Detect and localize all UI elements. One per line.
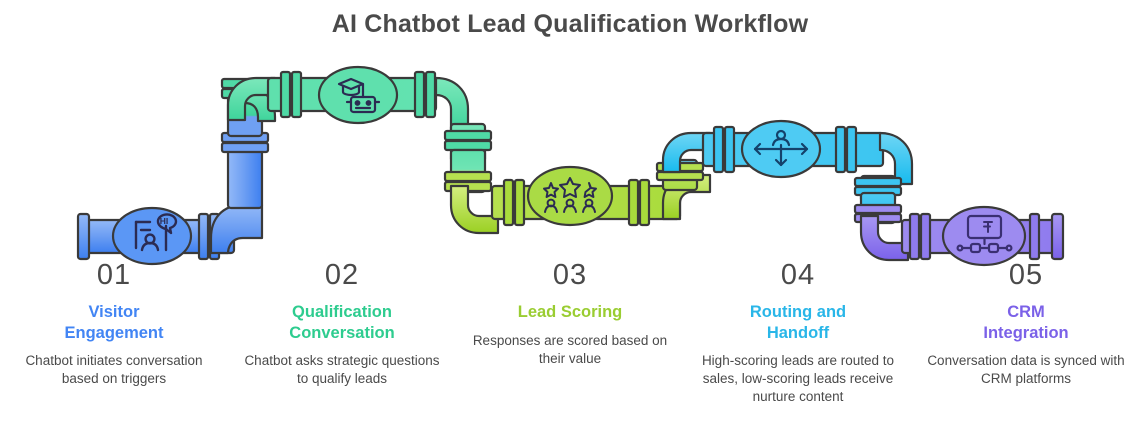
pipe-collar bbox=[1028, 212, 1041, 261]
step-title-line1: Visitor bbox=[88, 303, 140, 322]
step-title-line1: Routing and bbox=[749, 303, 847, 322]
step-title-line2: Conversation bbox=[289, 323, 395, 342]
pipe-collar bbox=[655, 170, 705, 182]
pipe-collar bbox=[443, 170, 493, 183]
step-icon-badge-05 bbox=[941, 205, 1027, 267]
pipe-collar bbox=[723, 125, 736, 174]
step-icon-label-01: HI bbox=[160, 216, 169, 226]
crm-screen-nodes-icon bbox=[956, 214, 1013, 254]
pipe-collar bbox=[513, 178, 526, 227]
step-number: 01 bbox=[96, 259, 132, 291]
pipe-collar bbox=[220, 141, 270, 154]
step-description: Chatbot initiates conversation based on … bbox=[25, 353, 203, 387]
pipe-end-cap-left bbox=[76, 212, 91, 261]
step-card-03: 03 Lead Scoring Responses are scored bas… bbox=[456, 258, 684, 440]
pipe-collar bbox=[638, 178, 651, 227]
person-hi-speech-bubble-icon bbox=[134, 213, 178, 252]
pipe-collar bbox=[424, 70, 437, 119]
pipe-collar bbox=[443, 139, 493, 152]
pipe-segment-vertical-01 bbox=[226, 148, 264, 210]
step-description: High-scoring leads are routed to sales, … bbox=[701, 353, 895, 405]
step-title-line2: Handoff bbox=[766, 323, 830, 342]
step-title: CRM Integration bbox=[924, 302, 1128, 343]
person-directional-arrows-icon bbox=[753, 129, 809, 167]
step-icon-badge-03 bbox=[526, 165, 614, 227]
step-card-04: 04 Routing and Handoff High-scoring lead… bbox=[684, 258, 912, 440]
step-title: Visitor Engagement bbox=[12, 302, 216, 343]
steps-list: 01 Visitor Engagement Chatbot initiates … bbox=[0, 258, 1140, 440]
step-description: Chatbot asks strategic questions to qual… bbox=[244, 353, 440, 387]
step-number: 05 bbox=[1008, 259, 1044, 291]
step-title-line2: Engagement bbox=[64, 323, 164, 342]
step-description: Responses are scored based on their valu… bbox=[472, 332, 668, 366]
page-title: AI Chatbot Lead Qualification Workflow bbox=[331, 10, 809, 38]
pipe-end-cap-right bbox=[1050, 212, 1065, 261]
step-card-02: 02 Qualification Conversation Chatbot as… bbox=[228, 258, 456, 440]
step-description: Conversation data is synced with CRM pla… bbox=[927, 353, 1125, 387]
step-icon-badge-02 bbox=[317, 65, 399, 125]
pipe-collar bbox=[279, 70, 292, 119]
step-card-01: 01 Visitor Engagement Chatbot initiates … bbox=[0, 258, 228, 440]
pipe-collar bbox=[413, 70, 426, 119]
step-title: Qualification Conversation bbox=[240, 302, 444, 343]
step-title: Routing and Handoff bbox=[696, 302, 900, 343]
stars-rating-people-icon bbox=[543, 177, 597, 213]
pipe-collar bbox=[908, 212, 921, 261]
step-title: Lead Scoring bbox=[468, 302, 672, 322]
step-number: 04 bbox=[780, 259, 816, 291]
graduation-cap-robot-icon bbox=[337, 77, 381, 114]
pipe-collar bbox=[834, 125, 847, 174]
pipe-collar bbox=[853, 176, 903, 188]
step-title-line1: Qualification bbox=[292, 303, 392, 322]
pipe-elbow-up-01 bbox=[209, 203, 264, 255]
pipe-collar bbox=[627, 178, 640, 227]
pipe-collar bbox=[853, 203, 903, 215]
pipe-collar bbox=[712, 125, 725, 174]
step-title-line1: Lead Scoring bbox=[517, 303, 623, 322]
pipe-collar bbox=[443, 129, 493, 142]
step-title-line2: Integration bbox=[983, 323, 1069, 342]
step-number: 02 bbox=[324, 259, 360, 291]
step-number: 03 bbox=[552, 259, 588, 291]
pipe-collar bbox=[197, 212, 210, 261]
pipe-collar bbox=[502, 178, 515, 227]
pipe-collar bbox=[290, 70, 303, 119]
step-card-05: 05 CRM Integration Conversation data is … bbox=[912, 258, 1140, 440]
pipe-collar bbox=[919, 212, 932, 261]
step-title-line1: CRM bbox=[1007, 303, 1045, 322]
pipe-collar bbox=[845, 125, 858, 174]
